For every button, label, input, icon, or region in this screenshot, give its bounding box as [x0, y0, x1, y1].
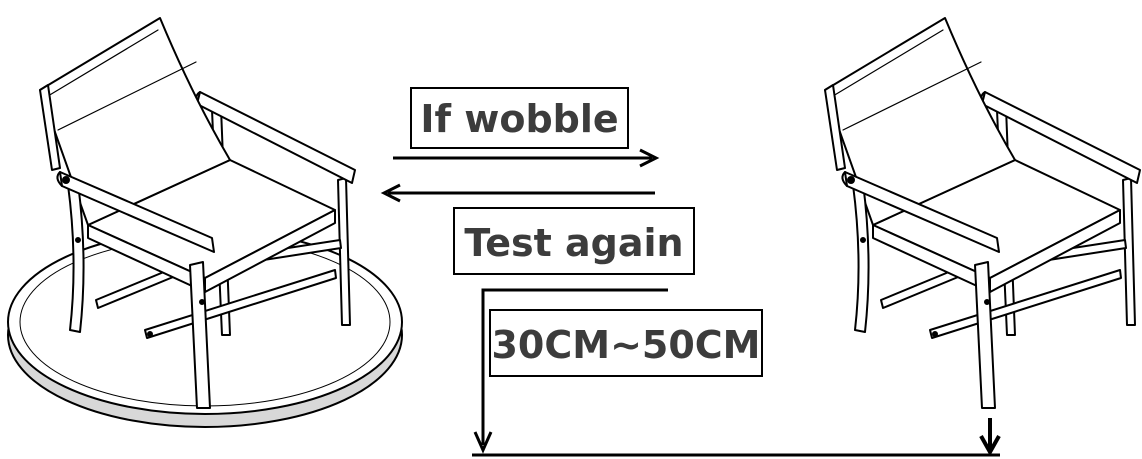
- label-test-again: Test again: [453, 207, 695, 275]
- label-if-wobble-text: If wobble: [420, 97, 618, 141]
- arrow-right-head-icon: [639, 148, 660, 168]
- chair-on-turntable-figure: [7, 17, 403, 428]
- chair-drop-figure: [824, 17, 1141, 409]
- label-if-wobble: If wobble: [410, 87, 629, 149]
- flow-arrows: [380, 148, 1001, 457]
- drop-arrow-right-head-icon: [979, 435, 1001, 457]
- chair-right-icon: [824, 17, 1141, 409]
- label-test-again-text: Test again: [464, 221, 683, 265]
- label-drop-height: 30CM~50CM: [489, 309, 763, 377]
- arrow-left-head-icon: [380, 183, 401, 203]
- drop-bracket-line: [481, 288, 668, 445]
- label-drop-height-text: 30CM~50CM: [491, 323, 760, 367]
- drop-arrow-left-head-icon: [473, 431, 493, 454]
